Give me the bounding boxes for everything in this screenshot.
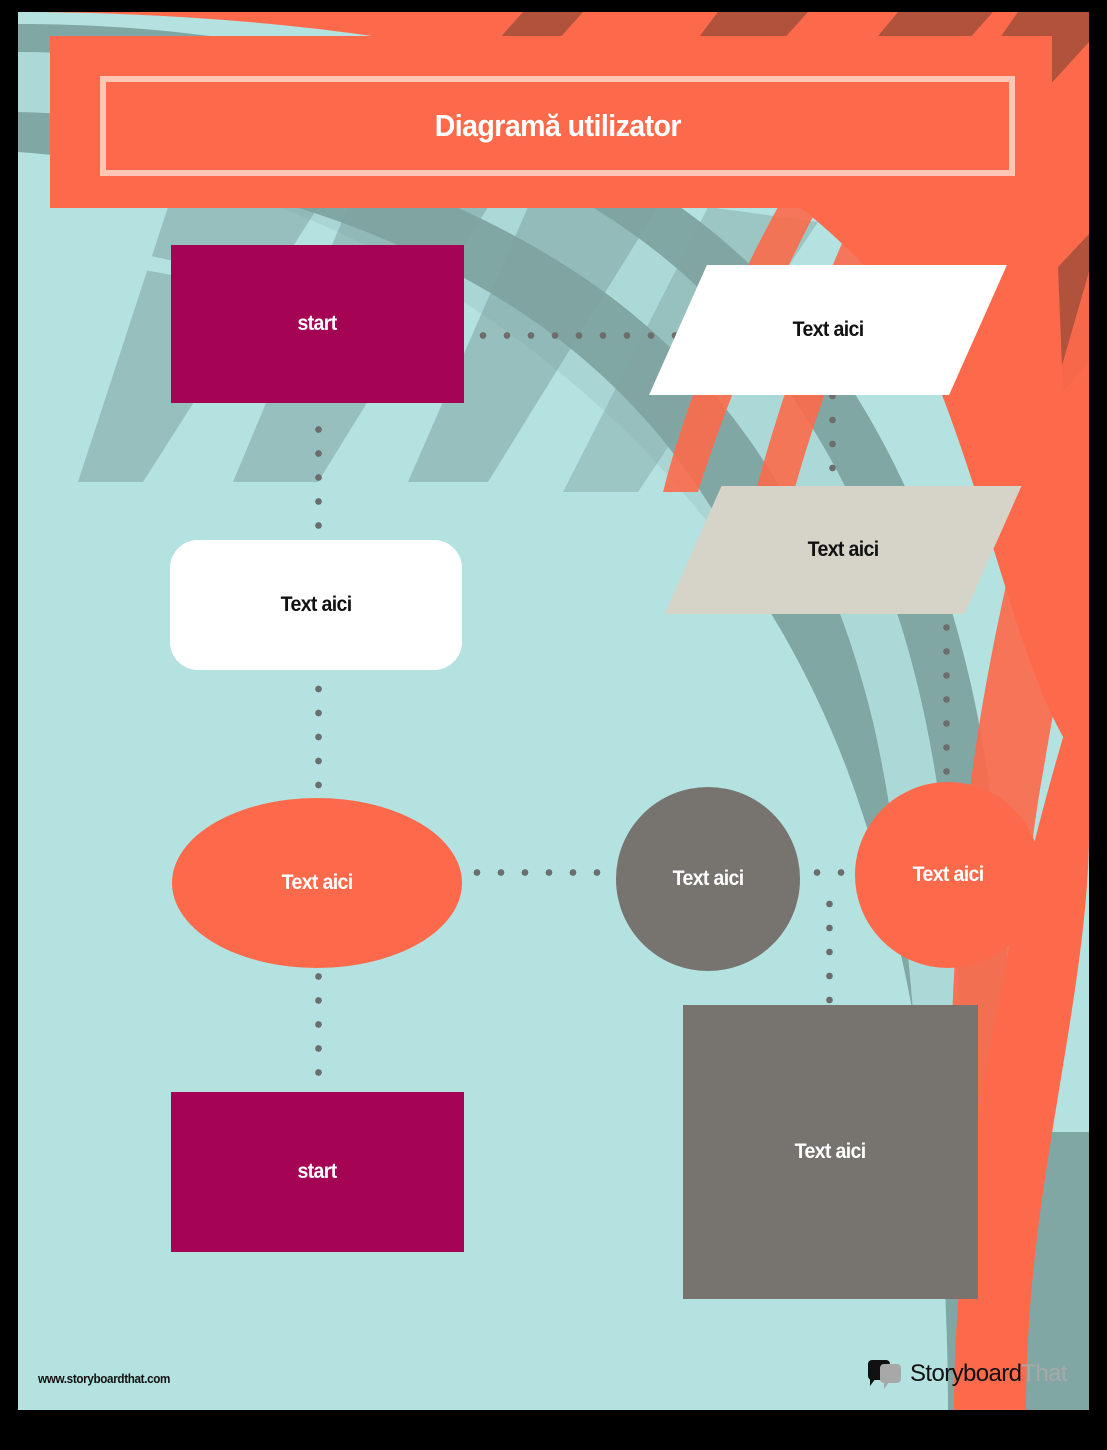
node-circle-right[interactable]: Text aici	[855, 782, 1041, 968]
node-circle-right-label: Text aici	[912, 863, 985, 886]
speech-bubbles-icon	[867, 1360, 902, 1389]
title-banner: Diagramă utilizator	[50, 36, 1052, 208]
node-para-mid-shape	[664, 486, 1022, 614]
title-banner-frame: Diagramă utilizator	[100, 76, 1015, 176]
node-ellipse-left-label: Text aici	[281, 871, 354, 894]
connector-para-mid-to-circle-right	[943, 612, 950, 787]
node-para-top[interactable]: Text aici	[649, 265, 1007, 395]
node-process-left-label: Text aici	[280, 593, 353, 616]
node-para-top-shape	[649, 265, 1007, 395]
brand-wordmark-part-one: Storyboard	[909, 1360, 1022, 1387]
brand-logo[interactable]: StoryboardThat	[867, 1360, 1068, 1389]
node-para-mid[interactable]: Text aici	[664, 486, 1022, 614]
brand-wordmark: StoryboardThat	[909, 1360, 1068, 1388]
node-circle-mid[interactable]: Text aici	[616, 787, 800, 971]
poster-canvas: Diagramă utilizator start Text aici Text…	[18, 12, 1089, 1410]
node-start-top[interactable]: start	[171, 245, 464, 403]
connector-start-top-to-para-top	[470, 332, 688, 339]
brand-wordmark-part-two: That	[1021, 1360, 1067, 1387]
node-process-left[interactable]: Text aici	[170, 540, 462, 670]
connector-start-top-to-process-left	[315, 410, 322, 545]
connector-circle-mid-to-square-bottom	[826, 897, 833, 1007]
node-ellipse-left[interactable]: Text aici	[172, 798, 462, 968]
node-circle-mid-label: Text aici	[672, 867, 745, 890]
node-square-bottom-label: Text aici	[795, 1140, 867, 1163]
node-start-bottom-label: start	[297, 1160, 338, 1183]
footer-url[interactable]: www.storyboardthat.com	[38, 1371, 171, 1386]
connector-process-left-to-ellipse-left	[315, 667, 322, 807]
node-start-top-label: start	[297, 312, 338, 335]
page-title: Diagramă utilizator	[434, 108, 681, 143]
connector-para-top-to-para-mid	[829, 394, 836, 494]
node-square-bottom[interactable]: Text aici	[683, 1005, 978, 1299]
connector-ellipse-left-to-start-bottom	[315, 952, 322, 1097]
connector-circle-mid-to-circle-right	[808, 869, 874, 876]
node-start-bottom[interactable]: start	[171, 1092, 464, 1252]
connector-ellipse-left-to-circle-mid	[468, 869, 630, 876]
